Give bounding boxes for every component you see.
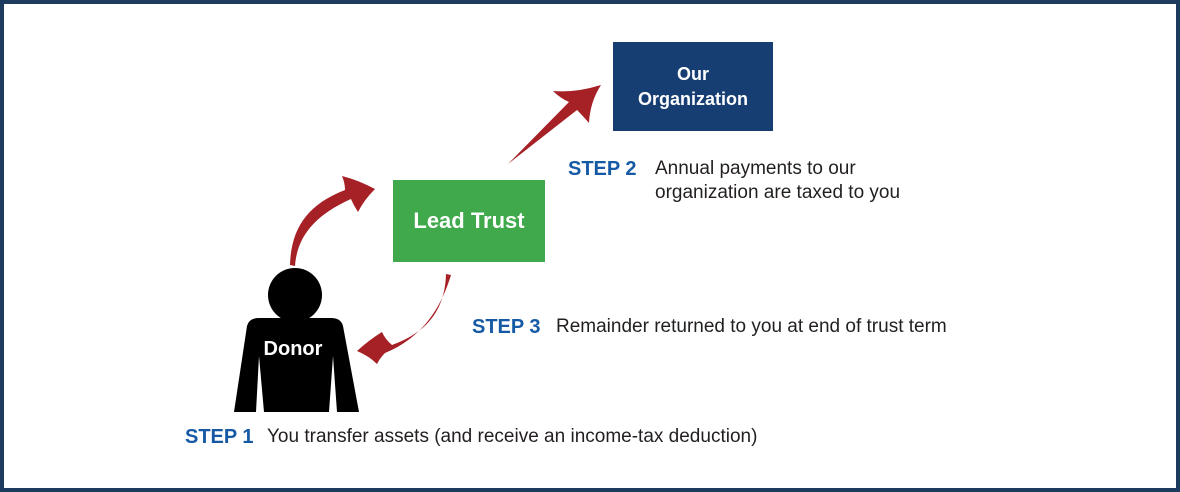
step2-text-line1: Annual payments to our [655,158,856,179]
step2-text-line2: organization are taxed to you [655,182,901,203]
step1-label: STEP 1 [185,426,254,448]
curved-arrow-lead-trust-to-donor-icon [357,274,451,364]
our-organization-label-line1: Our [676,63,709,84]
lead-trust-box: Lead Trust [393,180,545,262]
diagram-art-layer [234,85,601,412]
donor-figure-head [268,268,322,322]
straight-arrow-lead-trust-to-organization-icon [508,85,601,164]
step3-label: STEP 3 [472,316,541,338]
our-organization-box: Our Organization [613,42,773,131]
our-organization-label-line2: Organization [637,88,748,109]
curved-arrow-donor-to-lead-trust-icon [290,176,375,266]
step2-label: STEP 2 [568,158,637,180]
lead-trust-label: Lead Trust [413,208,525,233]
step1-text: You transfer assets (and receive an inco… [267,426,758,447]
donor-figure-body [234,318,359,412]
donor-label: Donor [263,338,323,360]
step3-text: Remainder returned to you at end of trus… [556,316,947,337]
step2-text: Annual payments to our organization are … [655,157,900,205]
